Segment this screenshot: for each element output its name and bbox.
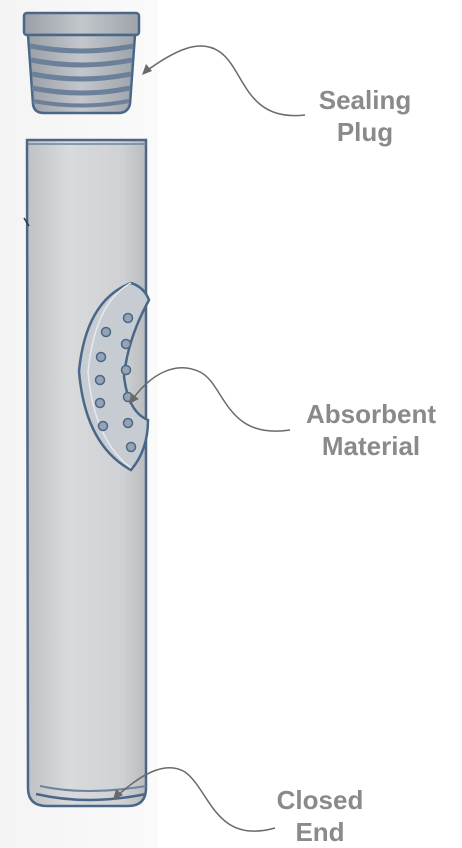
label-closed-end: Closed End	[270, 784, 370, 848]
tube-body	[24, 140, 146, 806]
label-absorbent-material: Absorbent Material	[296, 398, 446, 462]
leader-sealing-plug	[145, 46, 305, 116]
label-closed-end-line1: Closed	[270, 784, 370, 816]
sealing-plug	[24, 13, 139, 113]
label-closed-end-line2: End	[270, 816, 370, 848]
label-absorbent-material-line1: Absorbent	[296, 398, 446, 430]
label-sealing-plug-line1: Sealing	[305, 84, 425, 116]
label-sealing-plug: Sealing Plug	[305, 84, 425, 148]
label-absorbent-material-line2: Material	[296, 430, 446, 462]
label-sealing-plug-line2: Plug	[305, 116, 425, 148]
